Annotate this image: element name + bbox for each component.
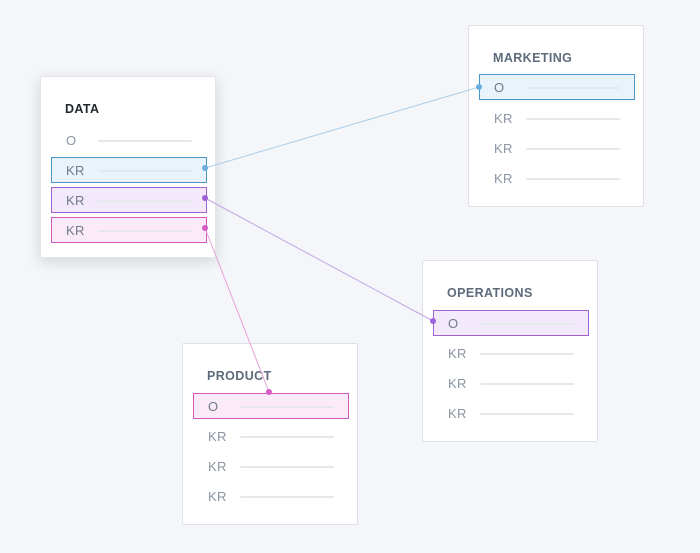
placeholder-bar — [98, 140, 192, 142]
key-result-row[interactable]: KR — [193, 453, 349, 479]
placeholder-bar — [240, 466, 334, 468]
card-data[interactable]: DATA O KR KR KR — [40, 76, 216, 258]
key-result-row[interactable]: KR — [479, 165, 635, 191]
key-result-row[interactable]: KR — [433, 400, 589, 426]
row-label: KR — [448, 346, 467, 361]
row-label: O — [208, 399, 219, 414]
row-label: KR — [208, 459, 227, 474]
row-label: KR — [494, 141, 513, 156]
row-label: KR — [66, 223, 85, 238]
row-label: KR — [494, 111, 513, 126]
row-label: KR — [66, 193, 85, 208]
row-label: KR — [448, 376, 467, 391]
key-result-row[interactable]: KR — [433, 340, 589, 366]
card-operations[interactable]: OPERATIONS O KR KR KR — [422, 260, 598, 442]
key-result-row[interactable]: KR — [193, 483, 349, 509]
row-label: O — [66, 133, 77, 148]
card-marketing[interactable]: MARKETING O KR KR KR — [468, 25, 644, 207]
row-label: KR — [208, 489, 227, 504]
card-title: PRODUCT — [207, 369, 272, 383]
placeholder-bar — [240, 406, 334, 408]
key-result-row[interactable]: KR — [479, 135, 635, 161]
placeholder-bar — [240, 436, 334, 438]
key-result-row[interactable]: KR — [479, 105, 635, 131]
card-product[interactable]: PRODUCT O KR KR KR — [182, 343, 358, 525]
placeholder-bar — [526, 178, 620, 180]
placeholder-bar — [480, 413, 574, 415]
card-title: DATA — [65, 102, 100, 116]
key-result-row[interactable]: KR — [51, 157, 207, 183]
placeholder-bar — [480, 353, 574, 355]
placeholder-bar — [98, 200, 192, 202]
placeholder-bar — [526, 87, 620, 89]
placeholder-bar — [526, 148, 620, 150]
connector-data-to-marketing — [204, 86, 480, 169]
key-result-row[interactable]: KR — [51, 187, 207, 213]
row-label: O — [448, 316, 459, 331]
card-title: OPERATIONS — [447, 286, 533, 300]
key-result-row[interactable]: KR — [193, 423, 349, 449]
row-label: KR — [448, 406, 467, 421]
placeholder-bar — [526, 118, 620, 120]
row-label: KR — [494, 171, 513, 186]
connector-data-to-operations — [204, 197, 434, 322]
objective-row[interactable]: O — [193, 393, 349, 419]
placeholder-bar — [480, 383, 574, 385]
key-result-row[interactable]: KR — [51, 217, 207, 243]
placeholder-bar — [480, 323, 574, 325]
row-label: KR — [66, 163, 85, 178]
objective-row[interactable]: O — [479, 74, 635, 100]
card-title: MARKETING — [493, 51, 573, 65]
row-label: O — [494, 80, 505, 95]
row-label: KR — [208, 429, 227, 444]
placeholder-bar — [240, 496, 334, 498]
key-result-row[interactable]: KR — [433, 370, 589, 396]
objective-row[interactable]: O — [433, 310, 589, 336]
placeholder-bar — [98, 230, 192, 232]
placeholder-bar — [98, 170, 192, 172]
objective-row[interactable]: O — [51, 127, 207, 153]
